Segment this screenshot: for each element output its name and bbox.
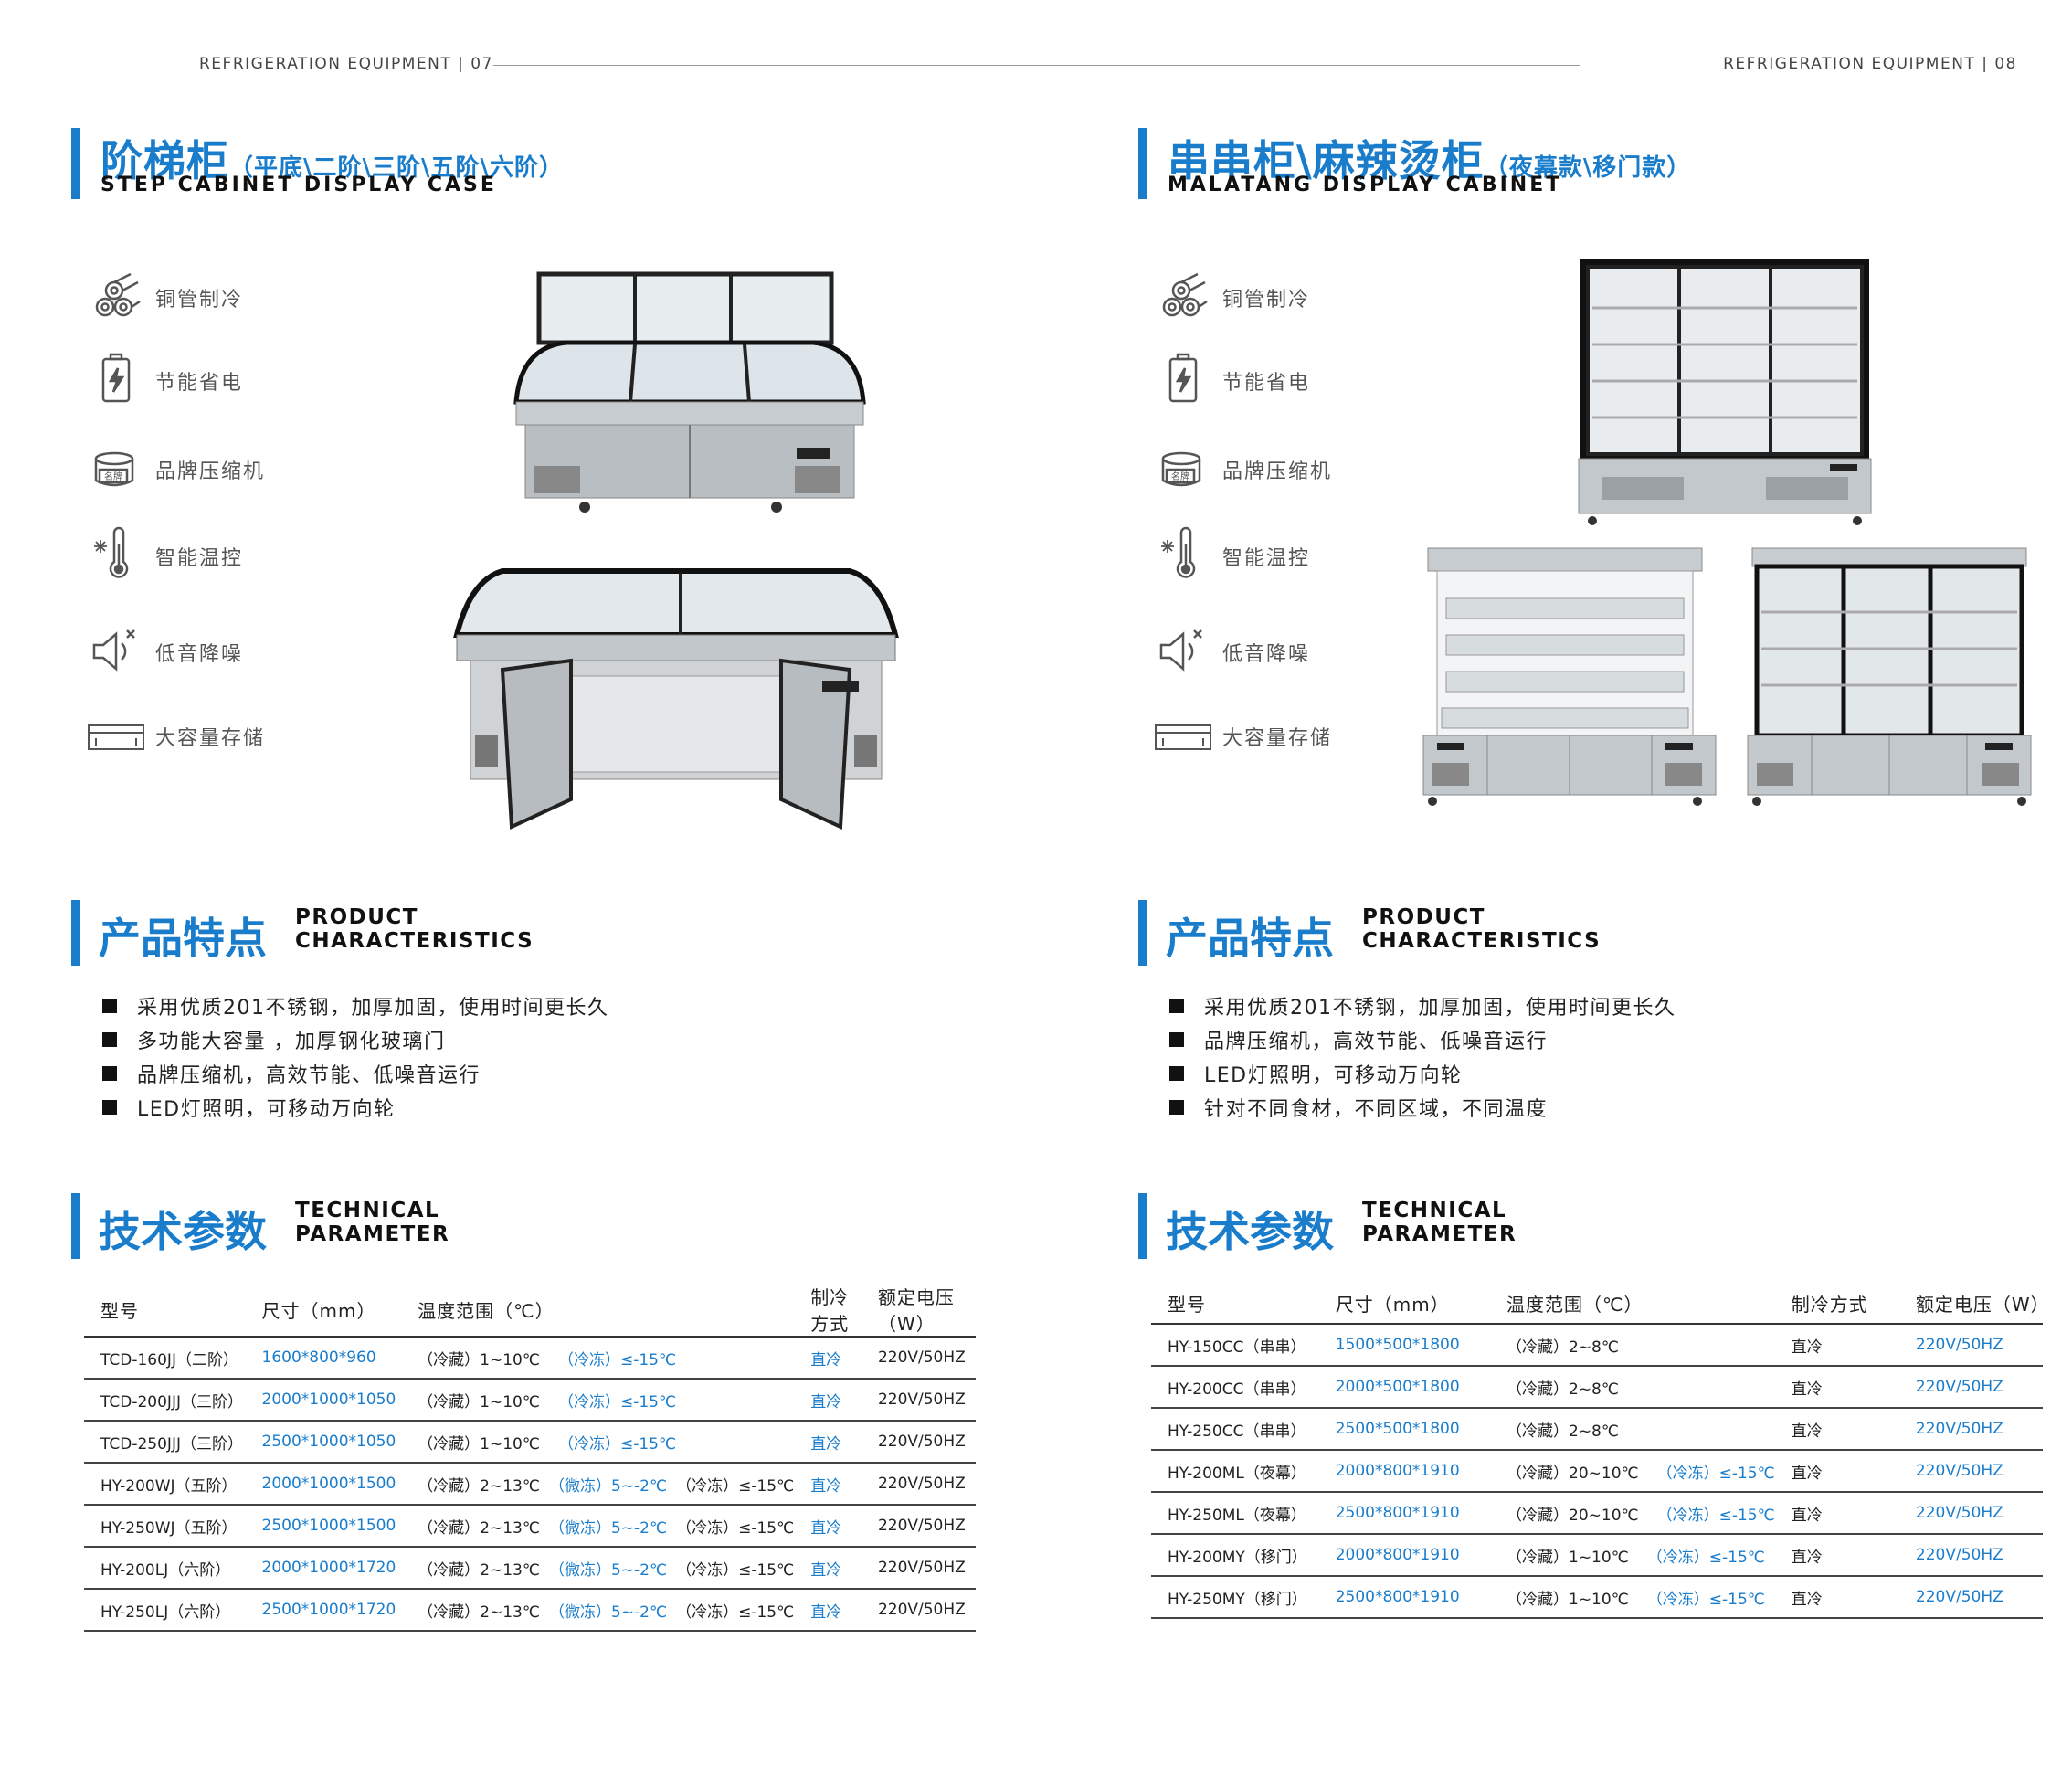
table-row: TCD-250JJJ（三阶） 2500*1000*1050 （冷藏）1~10℃（… — [84, 1421, 976, 1464]
feature-label: 低音降噪 — [155, 643, 244, 666]
characteristics-en-2: CHARACTERISTICS — [1362, 929, 1602, 953]
table-row: HY-250WJ（五阶） 2500*1000*1500 （冷藏）2~13℃（微冻… — [84, 1505, 976, 1548]
col-model: 型号 — [84, 1283, 246, 1338]
battery-icon — [1168, 353, 1198, 403]
feature-label: 铜管制冷 — [1222, 289, 1311, 312]
title-en: STEP CABINET DISPLAY CASE — [100, 174, 497, 196]
feature-label: 品牌压缩机 — [1222, 460, 1333, 483]
table-row: HY-200LJ（六阶） 2000*1000*1720 （冷藏）2~13℃（微冻… — [84, 1547, 976, 1590]
table-row: HY-200CC（串串） 2000*500*1800 （冷藏）2~8℃ 直冷 2… — [1151, 1366, 2043, 1409]
parameter-en-1: TECHNICAL — [1362, 1199, 1507, 1222]
parameter-en-2: PARAMETER — [295, 1222, 450, 1246]
title-accent-bar — [1138, 128, 1147, 199]
heading-accent-bar — [1138, 1193, 1147, 1259]
parameter-en-1: TECHNICAL — [295, 1199, 440, 1222]
feature-label: 智能温控 — [155, 547, 244, 570]
title-en: MALATANG DISPLAY CABINET — [1168, 174, 1563, 196]
copper-pipe-icon — [95, 272, 141, 317]
table-row: HY-200WJ（五阶） 2000*1000*1500 （冷藏）2~13℃（微冻… — [84, 1463, 976, 1506]
col-cooling: 制冷方式 — [794, 1283, 862, 1338]
parameter-cn: 技术参数 — [1166, 1207, 1334, 1256]
table-header-row: 型号 尺寸（mm） 温度范围（℃） 制冷方式 额定电压（W） — [1151, 1283, 2049, 1325]
compressor-icon: 名牌 — [1161, 451, 1201, 487]
title-cn: 串串柜\麻辣烫柜 — [1168, 136, 1485, 185]
title-cn: 阶梯柜 — [100, 136, 229, 185]
right-page: 串串柜\麻辣烫柜（夜幕款\移门款） MALATANG DISPLAY CABIN… — [1067, 0, 2072, 1766]
heading-accent-bar — [1138, 900, 1147, 966]
col-size: 尺寸（mm） — [245, 1283, 402, 1338]
parameter-en-2: PARAMETER — [1362, 1222, 1517, 1246]
col-cooling: 制冷方式 — [1774, 1283, 1899, 1325]
characteristics-cn: 产品特点 — [99, 914, 267, 963]
characteristics-en-2: CHARACTERISTICS — [295, 929, 534, 953]
thermometer-icon — [1161, 526, 1196, 578]
table-header-row: 型号 尺寸（mm） 温度范围（℃） 制冷方式 额定电压（W） — [84, 1283, 976, 1338]
sliding-door-cabinet-image — [1578, 259, 1872, 525]
feature-label: 节能省电 — [1222, 372, 1311, 395]
left-page: 阶梯柜（平底\二阶\三阶\五阶\六阶） STEP CABINET DISPLAY… — [71, 128, 976, 1632]
parameter-table: 型号 尺寸（mm） 温度范围（℃） 制冷方式 额定电压（W） TCD-160JJ… — [84, 1283, 976, 1632]
feature-label: 大容量存储 — [155, 727, 266, 750]
table-row: HY-250LJ（六阶） 2500*1000*1720 （冷藏）2~13℃（微冻… — [84, 1589, 976, 1632]
col-temp: 温度范围（℃） — [1490, 1283, 1775, 1325]
title-cn-sub: （平底\二阶\三阶\五阶\六阶） — [229, 154, 564, 182]
table-row: HY-150CC（串串） 1500*500*1800 （冷藏）2~8℃ 直冷 2… — [1151, 1324, 2043, 1367]
feature-label: 智能温控 — [1222, 547, 1311, 570]
feature-label: 品牌压缩机 — [155, 460, 266, 483]
table-row: HY-250MY（移门） 2500*800*1910 （冷藏）1~10℃（冷冻）… — [1151, 1576, 2043, 1619]
battery-icon — [101, 353, 131, 403]
col-model: 型号 — [1151, 1283, 1319, 1325]
page-header-right: REFRIGERATION EQUIPMENT | 08 — [1723, 55, 2017, 73]
table-row: HY-250ML（夜幕） 2500*800*1910 （冷藏）20~10℃（冷冻… — [1151, 1492, 2043, 1535]
col-size: 尺寸（mm） — [1318, 1283, 1490, 1325]
compressor-icon: 名牌 — [94, 451, 134, 487]
glass-door-cabinet-image — [1747, 547, 2032, 806]
feature-label: 节能省电 — [155, 372, 244, 395]
heading-accent-bar — [71, 1193, 80, 1259]
table-row: HY-200ML（夜幕） 2000*800*1910 （冷藏）20~10℃（冷冻… — [1151, 1450, 2043, 1493]
speaker-mute-icon — [92, 629, 135, 672]
flat-cabinet-image — [453, 568, 899, 830]
page-header-left: REFRIGERATION EQUIPMENT | 07 — [199, 55, 493, 73]
svg-text:名牌: 名牌 — [1171, 471, 1189, 482]
speaker-mute-icon — [1159, 629, 1202, 672]
col-temp: 温度范围（℃） — [401, 1283, 795, 1338]
night-curtain-cabinet-image — [1422, 547, 1717, 806]
table-row: HY-250CC（串串） 2500*500*1800 （冷藏）2~8℃ 直冷 2… — [1151, 1408, 2043, 1451]
header-divider — [493, 65, 1580, 66]
col-voltage: 额定电压（W） — [1898, 1283, 2049, 1325]
title-cn-sub: （夜幕款\移门款） — [1484, 154, 1692, 182]
feature-label: 大容量存储 — [1222, 727, 1333, 750]
svg-text:名牌: 名牌 — [104, 471, 122, 482]
thermometer-icon — [94, 526, 129, 578]
copper-pipe-icon — [1162, 272, 1208, 317]
table-row: HY-200MY（移门） 2000*800*1910 （冷藏）1~10℃（冷冻）… — [1151, 1534, 2043, 1577]
feature-label: 低音降噪 — [1222, 643, 1311, 666]
feature-label: 铜管制冷 — [155, 289, 244, 312]
col-voltage: 额定电压（W） — [861, 1283, 976, 1338]
table-row: TCD-200JJJ（三阶） 2000*1000*1050 （冷藏）1~10℃（… — [84, 1379, 976, 1422]
step-cabinet-image — [513, 271, 866, 513]
characteristics-en-1: PRODUCT — [295, 905, 418, 929]
characteristics-cn: 产品特点 — [1166, 914, 1334, 963]
characteristics-en-1: PRODUCT — [1362, 905, 1485, 929]
table-row: TCD-160JJ（二阶） 1600*800*960 （冷藏）1~10℃（冷冻）… — [84, 1337, 976, 1380]
storage-icon — [88, 724, 144, 750]
title-accent-bar — [71, 128, 80, 199]
heading-accent-bar — [71, 900, 80, 966]
parameter-cn: 技术参数 — [99, 1207, 267, 1256]
parameter-table: 型号 尺寸（mm） 温度范围（℃） 制冷方式 额定电压（W） HY-150CC（… — [1151, 1283, 2049, 1619]
storage-icon — [1155, 724, 1211, 750]
